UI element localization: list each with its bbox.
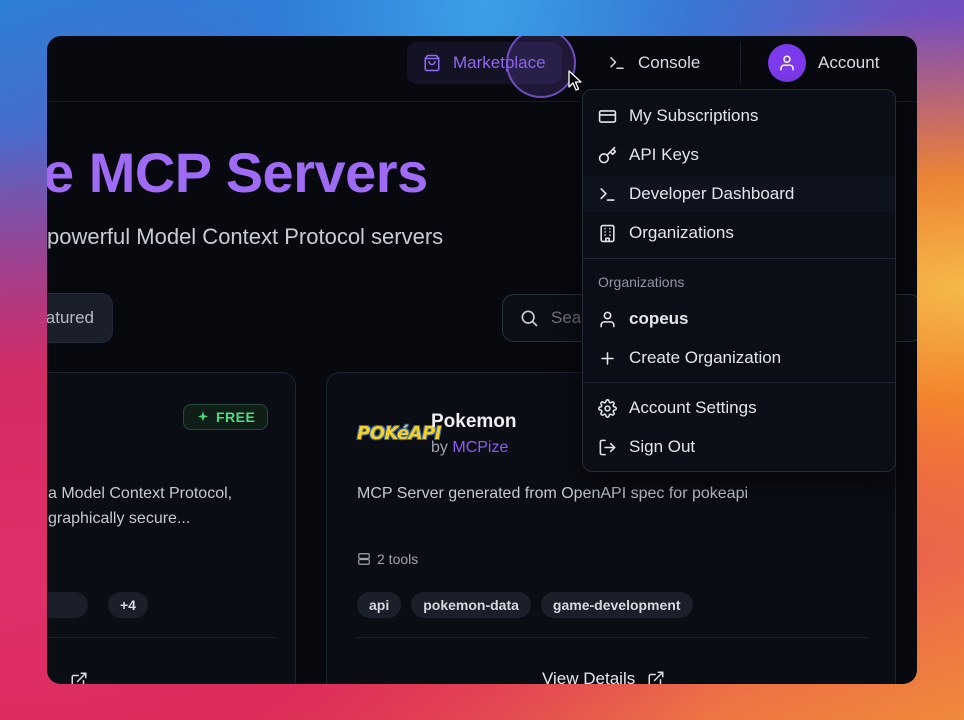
tools-count-label: 2 tools [377,551,419,567]
card-description: a Model Context Protocol, graphically se… [48,485,233,527]
search-icon [519,308,539,328]
app-window: Marketplace Console Account e MCP Server… [47,36,917,684]
click-indicator [506,36,576,98]
avatar [768,44,806,82]
menu-item-sign-out[interactable]: Sign Out [583,429,895,465]
nav-account-label: Account [818,53,880,72]
plus-icon [598,349,617,368]
menu-item-label: API Keys [629,145,699,164]
menu-item-label: copeus [629,309,689,328]
tag[interactable]: pokemon-data [411,592,531,618]
card-description: MCP Server generated from OpenAPI spec f… [357,485,749,502]
card-title: Pokemon [431,411,517,432]
external-link-icon[interactable] [70,671,88,684]
tag[interactable]: api [357,592,402,618]
account-dropdown-menu: My Subscriptions API Keys Developer Dash… [582,89,896,472]
building-icon [598,224,617,243]
gear-icon [598,398,617,418]
nav-console-button[interactable]: Console [592,42,716,84]
menu-item-org-user[interactable]: copeus [583,301,895,337]
logout-icon [598,438,617,457]
user-icon [780,55,794,71]
user-icon [598,310,617,329]
more-tags-badge: +4 [108,592,148,618]
page-subtitle: powerful Model Context Protocol servers [47,224,444,249]
filter-featured-label: atured [47,308,94,327]
menu-item-label: Organizations [629,223,734,242]
mouse-cursor-icon [568,70,584,92]
menu-item-label: My Subscriptions [629,106,759,125]
tag[interactable]: game-development [540,592,693,618]
card-author-link[interactable]: MCPize [452,439,509,456]
filter-featured-button[interactable]: atured [47,293,113,343]
nav-account-button[interactable]: Account [752,42,895,84]
card-author-prefix: by [431,439,448,456]
menu-item-create-organization[interactable]: Create Organization [583,340,895,376]
top-nav-bar: Marketplace Console Account [47,36,917,102]
pokeapi-logo: POKéAPI [357,423,442,444]
menu-item-label: Create Organization [629,348,782,367]
organizations-heading: Organizations [598,274,685,290]
nav-console-label: Console [638,53,701,72]
tag [48,592,88,618]
terminal-icon [598,185,617,204]
key-icon [598,146,617,165]
menu-item-label: Developer Dashboard [629,184,795,203]
free-badge: FREE [183,404,269,430]
free-badge-label: FREE [216,409,256,425]
terminal-icon [608,54,626,72]
tag-list: api pokemon-data game-development [357,592,693,618]
view-details-button[interactable]: View Details [542,669,665,684]
menu-item-organizations[interactable]: Organizations [583,215,895,251]
menu-item-my-subscriptions[interactable]: My Subscriptions [583,98,895,134]
menu-item-api-keys[interactable]: API Keys [583,137,895,173]
page-title: e MCP Servers [47,141,428,204]
sparkle-icon [196,410,210,424]
credit-card-icon [598,107,617,126]
card-divider [357,637,867,638]
menu-divider [583,258,895,259]
view-details-label: View Details [542,669,636,684]
search-placeholder: Sear [551,308,587,327]
menu-item-account-settings[interactable]: Account Settings [583,390,895,426]
shopping-bag-icon [423,54,441,72]
card-divider [48,637,278,638]
nav-divider [740,42,741,84]
server-icon [357,552,371,566]
server-card[interactable]: FREE a Model Context Protocol, graphical… [47,372,296,684]
menu-item-developer-dashboard[interactable]: Developer Dashboard [583,176,895,212]
menu-item-label: Sign Out [629,437,696,456]
menu-divider [583,382,895,383]
card-author: by MCPize [431,439,508,457]
menu-item-label: Account Settings [629,398,757,417]
external-link-icon [647,670,665,684]
tools-count: 2 tools [357,551,418,567]
